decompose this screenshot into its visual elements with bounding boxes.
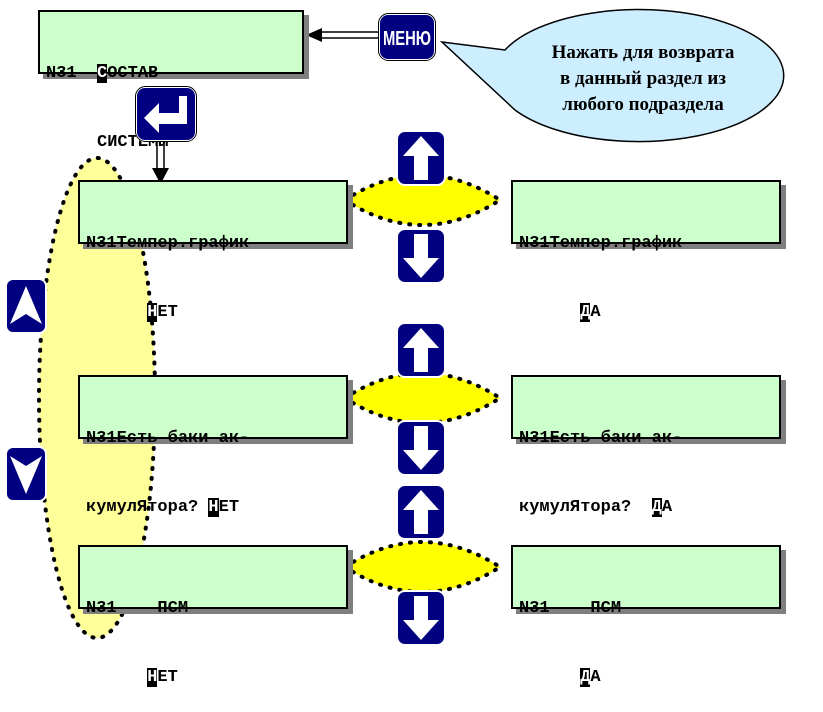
down-button[interactable]	[396, 590, 446, 646]
up-button[interactable]	[396, 322, 446, 378]
screen-system-composition: N31 СОСТАВ СИСТЕМЫ	[38, 10, 304, 152]
switch-diamond-2	[341, 371, 504, 425]
scroll-down-button[interactable]	[5, 446, 47, 502]
cursor: Д	[651, 498, 662, 517]
cursor: С	[97, 64, 108, 83]
arrow-down-icon	[396, 420, 446, 476]
arrow-up-icon	[396, 484, 446, 540]
down-button[interactable]	[396, 420, 446, 476]
chevron-up-icon	[5, 278, 47, 334]
enter-button[interactable]	[135, 86, 197, 142]
switch-diamond-1	[341, 173, 504, 227]
up-button[interactable]	[396, 130, 446, 186]
scroll-up-button[interactable]	[5, 278, 47, 334]
cursor: Н	[208, 498, 219, 517]
screen-psm-yes: N31 ПСМ ДА	[511, 545, 781, 687]
cursor: Н	[147, 303, 158, 322]
down-button[interactable]	[396, 228, 446, 284]
menu-button[interactable]: МЕНЮ	[378, 13, 436, 61]
switch-diamond-3	[341, 540, 504, 594]
enter-arrow	[152, 140, 169, 184]
arrow-up-icon	[396, 322, 446, 378]
screen-temp-schedule-yes: N31Темпер.график ДА	[511, 180, 781, 322]
screen-accumulator-tanks-yes: N31Есть баки ак- кумулЯтора? ДА	[511, 375, 781, 517]
diagram-background	[37, 8, 785, 640]
screen-psm-no: N31 ПСМ НЕТ	[78, 545, 348, 687]
arrow-up-icon	[396, 130, 446, 186]
menu-button-label: МЕНЮ	[383, 28, 431, 50]
screen-accumulator-tanks-no: N31Есть баки ак- кумулЯтора? НЕТ	[78, 375, 348, 517]
arrow-down-icon	[396, 228, 446, 284]
enter-icon	[135, 86, 197, 142]
cursor: Д	[580, 668, 591, 687]
menu-arrow	[306, 28, 378, 42]
callout-bubble	[439, 8, 785, 143]
screen-temp-schedule-no: N31Темпер.график НЕТ	[78, 180, 348, 322]
cursor: Н	[147, 668, 158, 687]
chevron-down-icon	[5, 446, 47, 502]
arrow-down-icon	[396, 590, 446, 646]
callout-text: Нажать для возврата в данный раздел из л…	[551, 42, 735, 115]
cursor: Д	[580, 303, 591, 322]
up-button[interactable]	[396, 484, 446, 540]
